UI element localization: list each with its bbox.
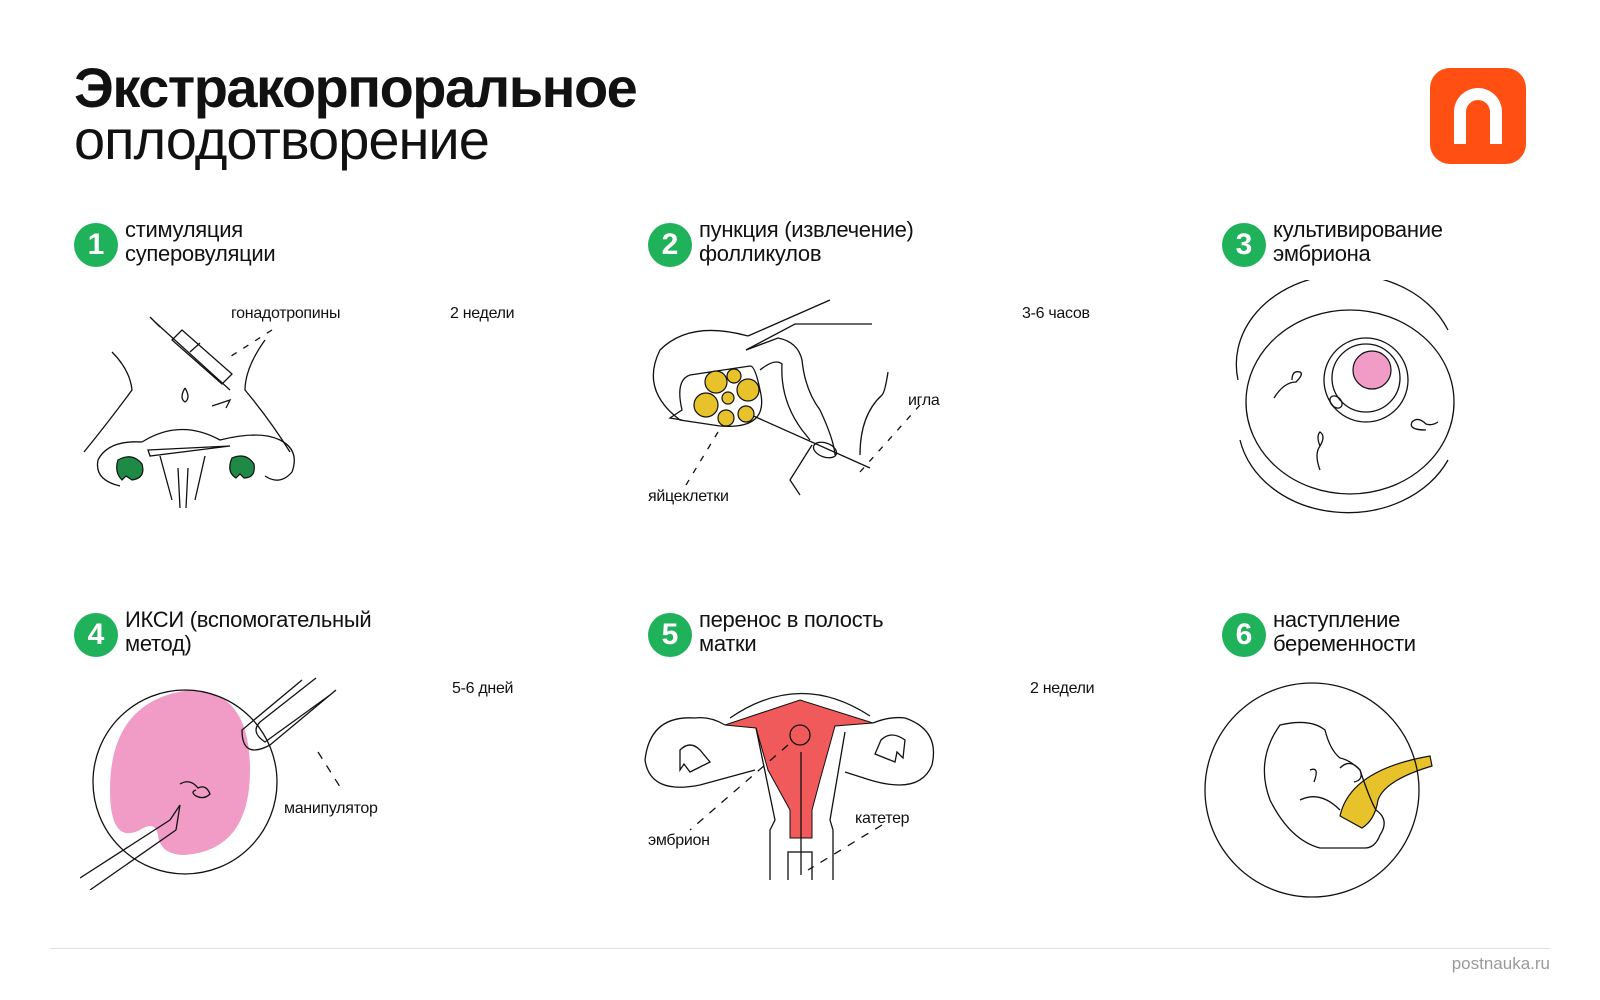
footer-site-link[interactable]: postnauka.ru (1451, 954, 1550, 973)
step-title: наступление беременности (1273, 607, 1416, 656)
step-5-header: 5 перенос в полость матки (648, 607, 884, 657)
step-2-header: 2 пункция (извлечение) фолликулов (648, 218, 914, 267)
icsi-illustration (80, 677, 343, 890)
ovarian-stimulation-illustration (83, 316, 295, 509)
step-number-badge: 2 (648, 223, 692, 267)
embryo-culture-illustration (1235, 280, 1455, 514)
label-catheter: катетер (855, 810, 910, 827)
step-title: пункция (извлечение) фолликулов (699, 217, 914, 266)
step-duration: 2 недели (450, 305, 515, 322)
follicle-puncture-illustration (652, 299, 921, 496)
step-duration: 3-6 часов (1022, 305, 1090, 322)
step-number-badge: 6 (1222, 613, 1266, 657)
label-manipulator: манипулятор (284, 800, 378, 817)
footer-divider (50, 948, 1550, 949)
step-6-header: 6 наступление беременности (1222, 608, 1416, 657)
step-number-badge: 1 (74, 223, 118, 267)
step-number-badge: 5 (648, 613, 692, 657)
page-title: Экстракорпоральное оплодотворение (74, 56, 638, 171)
step-number-badge: 4 (74, 613, 118, 657)
step-title: культивирование эмбриона (1273, 217, 1443, 266)
title-line-2: оплодотворение (74, 108, 490, 171)
label-needle: игла (908, 392, 940, 409)
label-embryo: эмбрион (648, 832, 710, 849)
postnauka-logo-icon[interactable] (1430, 68, 1526, 164)
step-3-header: 3 культивирование эмбриона (1222, 218, 1443, 267)
step-1-header: 1 стимуляция суперовуляции (74, 217, 276, 267)
step-number-badge: 3 (1222, 223, 1266, 267)
step-title: стимуляция суперовуляции (125, 217, 276, 266)
embryo-transfer-illustration (644, 692, 935, 880)
title-line-1: Экстракорпоральное (74, 56, 638, 119)
step-4-header: 4 ИКСИ (вспомогательный метод) (74, 607, 372, 657)
pregnancy-illustration (1204, 682, 1433, 898)
label-gonadotropins: гонадотропины (231, 305, 341, 322)
step-duration: 5-6 дней (452, 680, 514, 697)
step-title: ИКСИ (вспомогательный метод) (125, 607, 372, 656)
step-title: перенос в полость матки (699, 607, 884, 656)
step-duration: 2 недели (1030, 680, 1095, 697)
label-eggs: яйцеклетки (648, 488, 729, 505)
